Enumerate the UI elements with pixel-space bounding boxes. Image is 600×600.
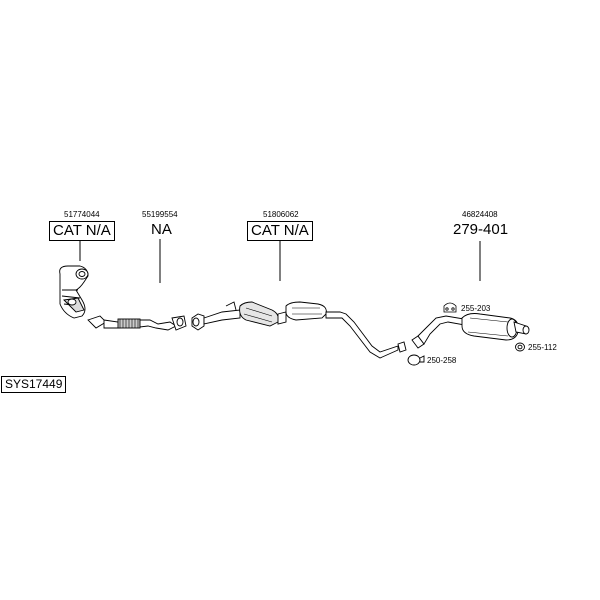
rear-silencer-part (411, 313, 530, 349)
part-2-label[interactable]: NA (151, 221, 172, 238)
part-3-oem-number: 51806062 (263, 210, 299, 219)
accessory-3-code[interactable]: 255-112 (528, 343, 557, 352)
rubber-hanger-icon (443, 302, 457, 313)
part-1-oem-number: 51774044 (64, 210, 100, 219)
centre-pipe-part (191, 301, 407, 359)
manifold-catalyst-part (59, 265, 89, 319)
accessory-1-code[interactable]: 255-203 (461, 304, 491, 313)
part-4-oem-number: 46824408 (462, 210, 498, 219)
system-code-label: SYS17449 (1, 376, 67, 393)
part-4-label[interactable]: 279-401 (453, 221, 509, 238)
accessory-2-code[interactable]: 250-258 (427, 356, 457, 365)
part-3-label[interactable]: CAT N/A (247, 221, 313, 241)
front-pipe-part (87, 315, 187, 331)
part-2-oem-number: 55199554 (142, 210, 178, 219)
clamp-ring-icon (407, 354, 425, 366)
part-1-label[interactable]: CAT N/A (49, 221, 115, 241)
rubber-ring-icon (515, 342, 525, 352)
